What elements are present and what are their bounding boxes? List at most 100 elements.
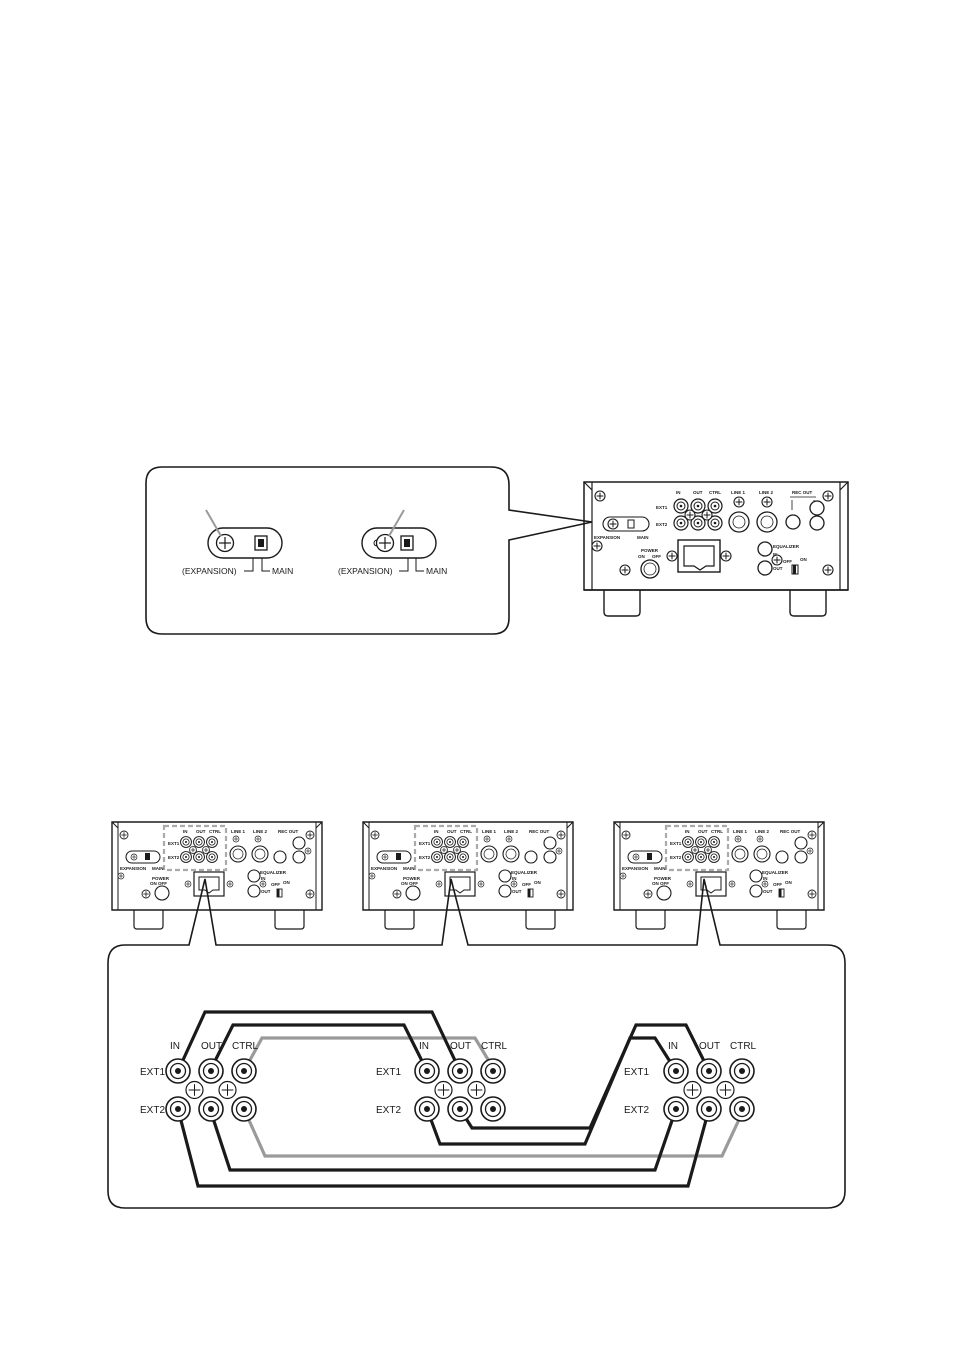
col-out-label: OUT: [450, 1041, 471, 1052]
switch-main-label: MAIN: [637, 535, 649, 540]
row-ext2-label: EXT2: [656, 522, 668, 527]
eq-off-label: OFF: [271, 882, 280, 887]
power-label: POWER: [152, 876, 170, 881]
screw-icon: [232, 835, 240, 843]
screw-icon: [117, 872, 125, 880]
screw-icon: [483, 835, 491, 843]
screw-icon: [381, 853, 389, 861]
power-label: POWER: [641, 548, 659, 553]
col-in-label: IN: [183, 829, 188, 834]
rec-out-label: REC OUT: [278, 829, 299, 834]
cable-in-ext1-to-out: [176, 1010, 462, 1072]
screw-icon: [392, 889, 402, 899]
power-label: POWER: [654, 876, 672, 881]
screw-icon: [189, 846, 197, 854]
eq-out-label: OUT: [773, 566, 783, 571]
col-in-label: IN: [676, 490, 681, 495]
row-ext1-label: EXT1: [670, 841, 682, 846]
connector-jack-icon: [480, 1096, 506, 1122]
eq-in-label: IN: [763, 876, 768, 881]
switch-expansion-label: EXPANSION: [594, 535, 620, 540]
col-out-label: OUT: [201, 1041, 222, 1052]
col-out-label: OUT: [196, 829, 206, 834]
equalizer-label: EQUALIZER: [260, 870, 287, 875]
col-ctrl-label: CTRL: [730, 1041, 757, 1052]
connector-jack-icon: [165, 1096, 191, 1122]
screw-icon: [226, 880, 234, 888]
equalizer-label: EQUALIZER: [511, 870, 538, 875]
screw-icon: [643, 889, 653, 899]
connector-jack-icon: [663, 1096, 689, 1122]
eq-in-label: IN: [773, 552, 778, 557]
pointer-line: [388, 509, 405, 537]
connector-jack-icon: [663, 1058, 689, 1084]
row-ext2-label: EXT2: [670, 855, 682, 860]
pointer-line: [205, 509, 222, 537]
cable-ctrl-ext1: [242, 1036, 497, 1072]
connector-jack-icon: [198, 1096, 224, 1122]
jack-icon: [708, 836, 720, 848]
screw-icon: [556, 830, 566, 840]
eq-out-label: OUT: [261, 889, 271, 894]
expansion-label: (EXPANSION): [338, 566, 393, 576]
cable-g1-in-ext2-to-g3: [176, 1108, 711, 1188]
switch-expansion-label: EXPANSION: [120, 866, 146, 871]
screw-icon: [185, 1080, 204, 1100]
row-ext1-label: EXT1: [419, 841, 431, 846]
eq-off-label: OFF: [783, 559, 792, 564]
eq-on-label: ON: [534, 880, 541, 885]
col-out-label: OUT: [447, 829, 457, 834]
screw-icon: [756, 835, 764, 843]
screw-icon: [477, 880, 485, 888]
rec-out-label: REC OUT: [792, 490, 813, 495]
main-label: MAIN: [426, 566, 447, 576]
screw-icon: [728, 880, 736, 888]
col-out-label: OUT: [698, 829, 708, 834]
row-ext1-label: EXT1: [168, 841, 180, 846]
eq-on-label: ON: [785, 880, 792, 885]
connector-jack-icon: [414, 1058, 440, 1084]
screw-icon: [259, 880, 267, 888]
screw-icon: [807, 889, 817, 899]
col-out-label: OUT: [693, 490, 703, 495]
cable-g2-out-ext2-to-g3: [458, 1023, 711, 1130]
line1-label: LINE 1: [733, 829, 748, 834]
screw-icon: [305, 889, 315, 899]
switch-main-label: MAIN: [152, 866, 164, 871]
col-in-label: IN: [170, 1041, 180, 1052]
jack-icon: [444, 836, 456, 848]
jack-icon: [193, 836, 205, 848]
screw-icon: [453, 846, 461, 854]
screw-icon: [691, 846, 699, 854]
col-in-label: IN: [668, 1041, 678, 1052]
rec-out-label: REC OUT: [529, 829, 550, 834]
equalizer-label: EQUALIZER: [773, 544, 800, 549]
power-onoff-label: ON OFF: [401, 881, 418, 886]
switch-example-shifted-position: (EXPANSION) MAIN: [338, 509, 447, 576]
screw-icon: [806, 847, 814, 855]
row-ext1-label: EXT1: [656, 505, 668, 510]
switch-detail-callout: (EXPANSION) MAIN (EXPANSION) MAIN: [145, 466, 593, 635]
screw-icon: [467, 1080, 486, 1100]
line1-label: LINE 1: [731, 490, 746, 495]
col-in-label: IN: [419, 1041, 429, 1052]
row-ext1-label: EXT1: [376, 1067, 401, 1078]
col-ctrl-label: CTRL: [209, 829, 221, 834]
screw-icon: [704, 846, 712, 854]
screw-icon: [141, 889, 151, 899]
eq-out-label: OUT: [763, 889, 773, 894]
line1-label: LINE 1: [231, 829, 246, 834]
col-out-label: OUT: [699, 1041, 720, 1052]
rear-panel-large: IN OUT CTRL EXT1 EXT2 LINE 1 LINE 2 REC …: [583, 481, 849, 617]
switch-example-screw-position: (EXPANSION) MAIN: [182, 509, 293, 576]
jack-icon: [431, 836, 443, 848]
screw-icon: [130, 853, 138, 861]
line2-label: LINE 2: [759, 490, 774, 495]
screw-icon: [555, 847, 563, 855]
eq-off-label: OFF: [522, 882, 531, 887]
switch-main-label: MAIN: [654, 866, 666, 871]
eq-off-label: OFF: [773, 882, 782, 887]
equalizer-label: EQUALIZER: [762, 870, 789, 875]
